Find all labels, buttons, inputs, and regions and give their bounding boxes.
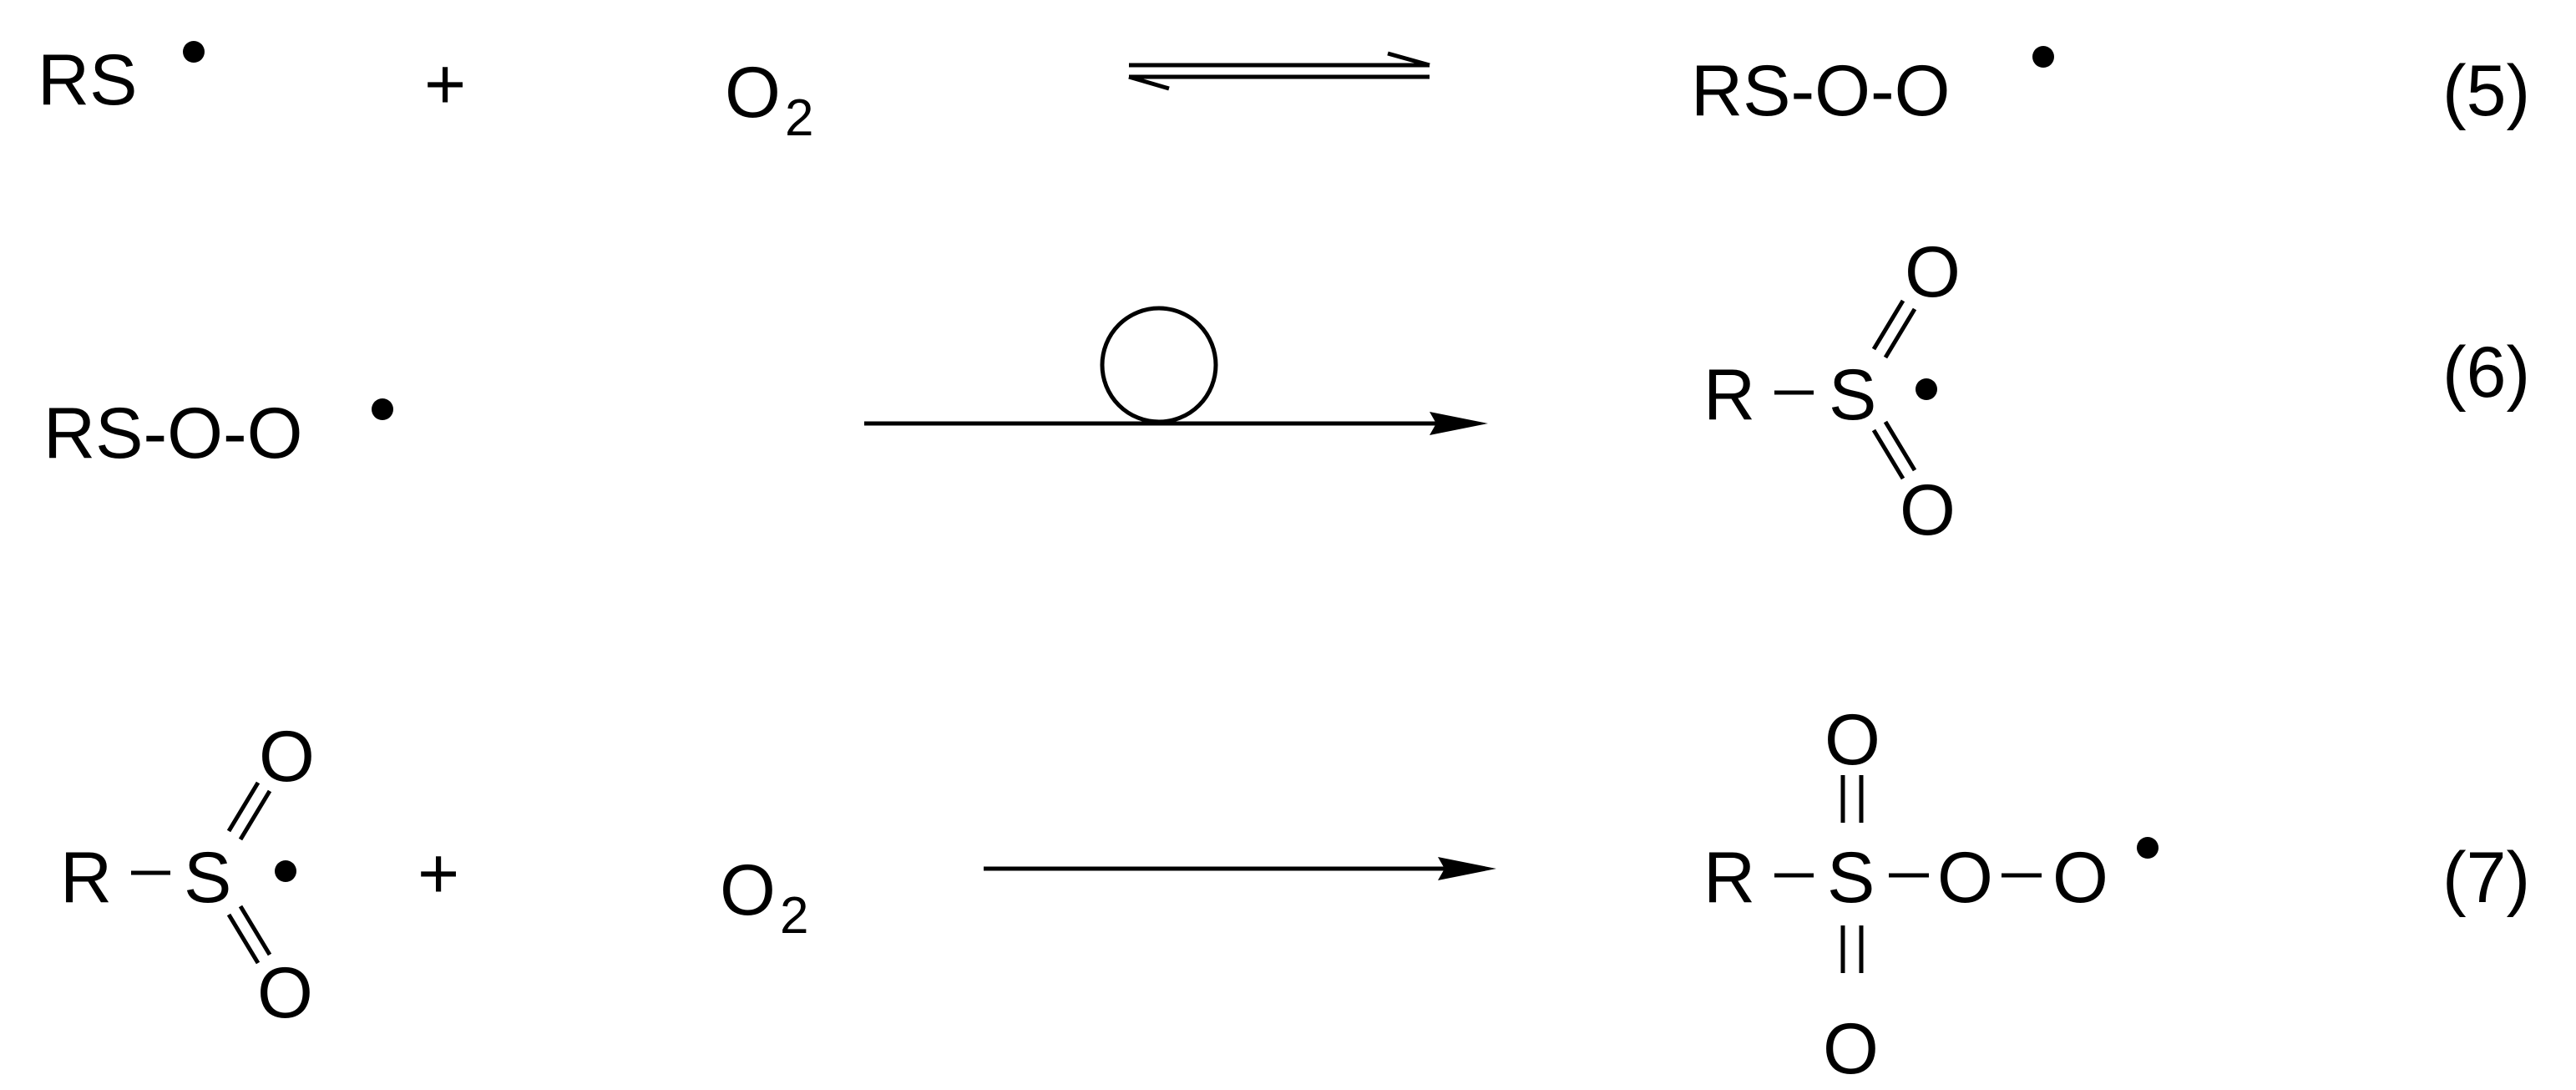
r6-product-s: S [1829, 355, 1876, 435]
r7-reactant-o-bottom: O [257, 953, 313, 1033]
r6-radical-dot-reactant [372, 398, 393, 420]
r7-oxygen-subscript: 2 [780, 887, 808, 945]
r7-plus-sign: + [418, 834, 459, 914]
r6-product-sulfonyl-radical: R S O O [1703, 232, 1961, 550]
r5-radical-dot-product [2032, 46, 2054, 68]
r6-radical-dot-product [1916, 378, 1937, 400]
r6-product-o-top: O [1905, 232, 1961, 312]
r7-product-sulfonylperoxyl-radical: R S O O O O [1703, 700, 2158, 1089]
r7-reactant-sulfonyl-radical: R S O O [60, 717, 315, 1033]
r7-product-o-2: O [2052, 838, 2108, 918]
r6-equation-number: (6) [2442, 332, 2530, 413]
r7-reactant-o-top: O [259, 717, 315, 797]
r7-radical-dot-reactant [275, 860, 296, 882]
r5-product-rs-o-o: RS-O-O [1691, 51, 1951, 131]
r5-oxygen-o: O [725, 53, 781, 133]
r5-plus-sign: + [424, 44, 466, 124]
r7-reactant-s: S [184, 838, 231, 918]
r5-equilibrium-arrow [1128, 51, 1430, 91]
r7-product-o-1: O [1937, 838, 1993, 918]
r5-equation-number: (5) [2442, 51, 2530, 131]
r6-ring-symbol [1100, 306, 1218, 424]
r5-reactant-rs: RS [38, 40, 137, 120]
r6-product-o-bottom: O [1900, 470, 1956, 550]
r7-product-r: R [1703, 838, 1755, 918]
r6-product-r: R [1703, 355, 1755, 435]
reaction-5: RS + O 2 RS-O-O (5) [38, 40, 2530, 147]
r7-reactant-r: R [60, 838, 112, 918]
reaction-7: R S O O + O 2 R S O O [60, 700, 2530, 1089]
r5-radical-dot-reactant [183, 41, 205, 63]
r6-cyclic-reaction-arrow [864, 306, 1488, 435]
r7-product-o-top: O [1824, 700, 1880, 780]
r7-radical-dot-product [2137, 837, 2158, 859]
reaction-6: RS-O-O R S O O (6) [43, 232, 2530, 550]
r7-reaction-arrow [984, 857, 1496, 880]
r7-oxygen-o: O [720, 850, 776, 930]
r6-reactant-rs-o-o: RS-O-O [43, 393, 303, 474]
r7-product-s: S [1827, 838, 1875, 918]
r5-oxygen-subscript: 2 [785, 89, 813, 147]
r7-equation-number: (7) [2442, 838, 2530, 918]
r7-product-o-bottom: O [1823, 1009, 1879, 1089]
